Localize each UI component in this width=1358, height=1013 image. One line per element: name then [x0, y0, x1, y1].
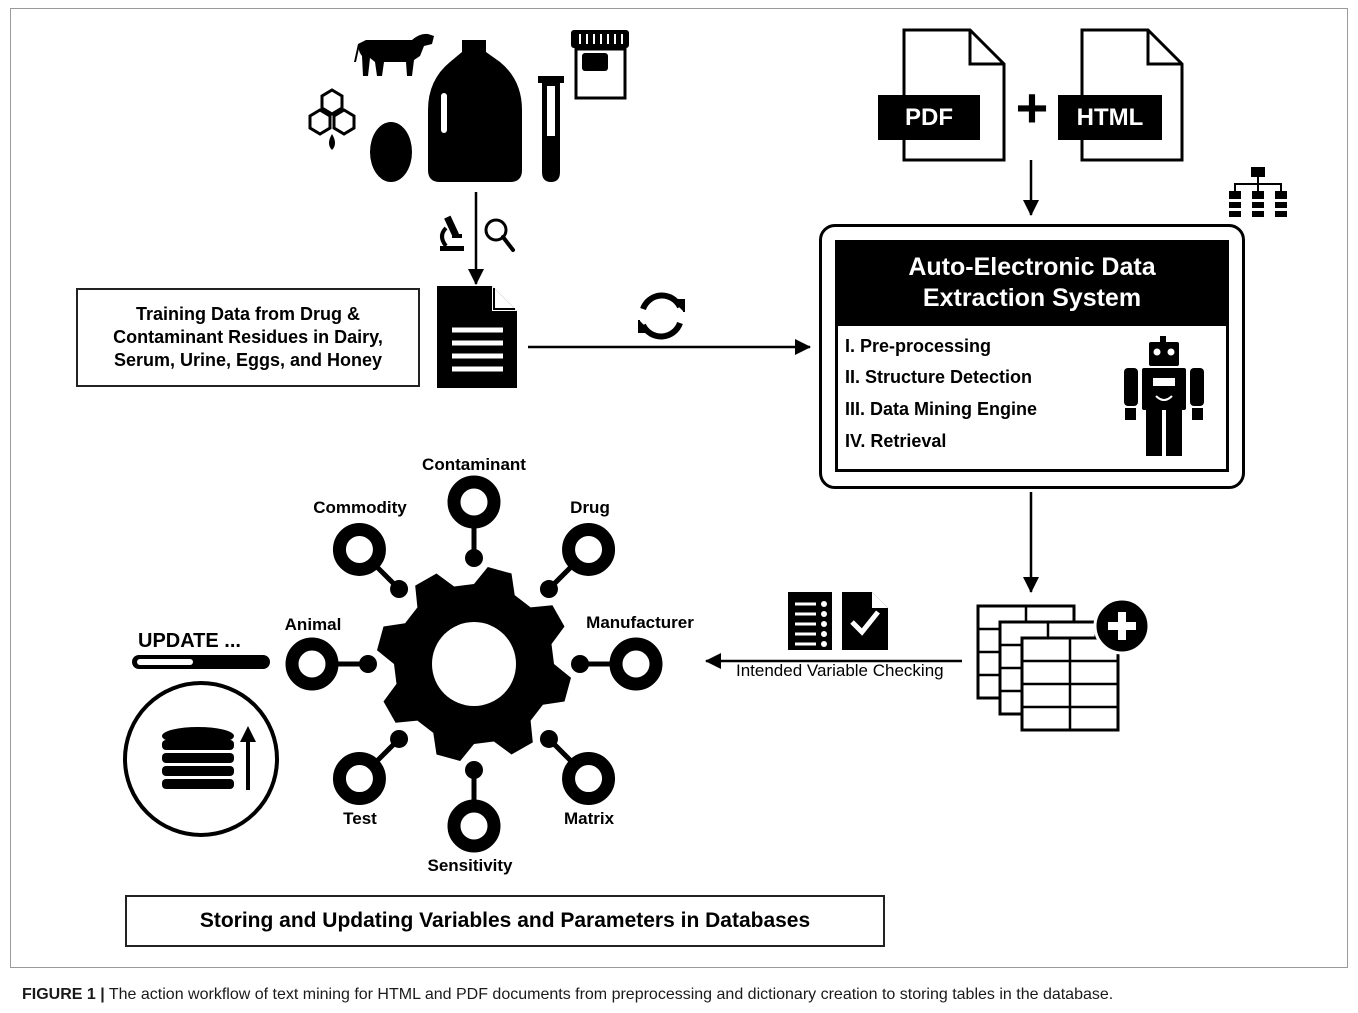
caption-text: The action workflow of text mining for H… [104, 986, 1114, 1003]
aeds-title-line-2: Extraction System [922, 284, 1142, 312]
variable-node-matrix [562, 752, 616, 806]
document-icon [437, 286, 517, 388]
spoke-dot-test [390, 729, 409, 748]
egg-icon [370, 122, 412, 182]
spoke-dot-contaminant [465, 549, 483, 567]
progress-bar [132, 655, 270, 669]
variable-label-manufacturer: Manufacturer [586, 613, 694, 632]
robot-icon [1124, 336, 1204, 456]
tables-add-icon [976, 597, 1151, 732]
training-line-3: Serum, Urine, Eggs, and Honey [113, 350, 383, 370]
spoke-dot-drug [539, 580, 558, 599]
variable-node-drug [562, 522, 616, 576]
update-label: UPDATE ... [138, 630, 241, 652]
spoke-dot-matrix [539, 729, 558, 748]
variable-label-matrix: Matrix [563, 809, 615, 828]
honey-drop-icon [329, 134, 335, 150]
spoke-dot-sensitivity [465, 761, 483, 779]
training-line-2: Contaminant Residues in Dairy, [113, 327, 383, 347]
urine-cup-icon [571, 30, 629, 100]
figure-caption: FIGURE 1 | The action workflow of text m… [22, 986, 1113, 1004]
milk-jug-icon [428, 40, 522, 182]
variable-node-manufacturer [609, 637, 663, 691]
pdf-file-icon [878, 28, 1006, 162]
storing-box: Storing and Updating Variables and Param… [125, 895, 885, 947]
aeds-title: Auto-Electronic Data Extraction System [835, 240, 1229, 326]
gear-hole [432, 622, 516, 706]
honeycomb-icon [308, 88, 356, 136]
variable-node-test [332, 752, 386, 806]
storing-label: Storing and Updating Variables and Param… [199, 909, 811, 932]
database-icon [123, 681, 279, 837]
variable-label-animal: Animal [284, 615, 342, 634]
variable-node-commodity [332, 522, 386, 576]
variable-label-contaminant: Contaminant [422, 455, 526, 474]
variable-label-sensitivity: Sensitivity [427, 856, 513, 875]
html-label: HTML [1076, 103, 1144, 131]
training-line-1: Training Data from Drug & [135, 304, 360, 324]
variable-node-sensitivity [447, 799, 501, 853]
aeds-title-line-1: Auto-Electronic Data [908, 253, 1156, 281]
step-structure-detection: II. Structure Detection [845, 367, 1033, 387]
magnifier-icon [484, 218, 515, 252]
figure-frame [10, 8, 1348, 968]
step-data-mining-engine: III. Data Mining Engine [845, 399, 1038, 419]
plus-sign: + [1015, 76, 1049, 139]
caption-prefix: FIGURE 1 | [22, 986, 105, 1003]
variable-node-animal [285, 637, 339, 691]
variable-label-commodity: Commodity [313, 498, 407, 517]
test-tube-icon [538, 76, 564, 182]
aeds-outer-frame [819, 224, 1245, 489]
spoke-dot-manufacturer [571, 655, 589, 673]
refresh-icon [638, 292, 685, 340]
variable-node-contaminant [447, 475, 501, 529]
intended-variable-checking-label: Intended Variable Checking [736, 661, 944, 680]
variable-label-drug: Drug [570, 498, 610, 517]
spoke-dot-commodity [390, 580, 409, 599]
step-preprocessing: I. Pre-processing [845, 336, 992, 356]
spoke-dot-animal [359, 655, 377, 673]
cow-icon [354, 33, 434, 76]
pdf-label: PDF [905, 103, 953, 131]
checked-file-icon [842, 592, 888, 650]
html-file-icon [1058, 28, 1184, 162]
gear-icon [285, 475, 663, 853]
microscope-icon [440, 215, 464, 251]
checklist-icon [788, 592, 832, 650]
training-data-box: Training Data from Drug & Contaminant Re… [76, 288, 420, 387]
variable-label-test: Test [343, 809, 377, 828]
step-retrieval: IV. Retrieval [845, 431, 947, 451]
sitemap-icon [1229, 167, 1287, 217]
